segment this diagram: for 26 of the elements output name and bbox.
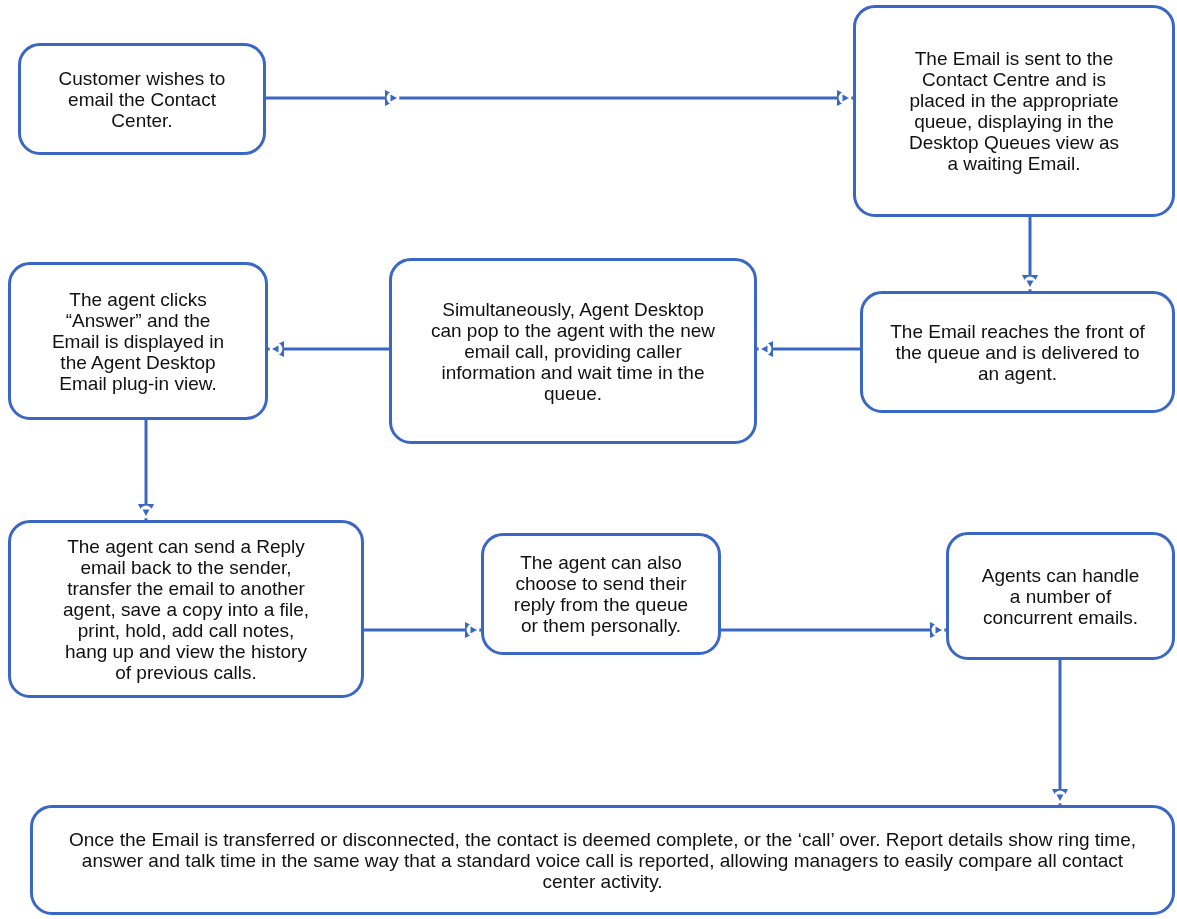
arrow — [138, 420, 154, 520]
arrow — [1022, 217, 1038, 291]
step-text: The agent can send a Reply email back to the sender, transfer the email to another agent, save a copy into a file, print, hold, add call notes, hang up and view the history of previous calls. — [61, 535, 311, 683]
step-text: The agent clicks “Answer” and the Email is displayed in the Agent Desktop Email plug-in view. — [50, 288, 226, 394]
process-box — [30, 805, 1175, 915]
process-box — [8, 520, 364, 698]
step-text: The agent can also choose to send their reply from the queue or them personally. — [512, 552, 690, 636]
step-text: Agents can handle a number of concurrent emails. — [980, 564, 1141, 628]
arrow — [721, 622, 946, 638]
step-text: The Email is sent to the Contact Centre and is placed in the appropriate queue, displaying in the Desktop Queues view as a waiting Email. — [907, 48, 1121, 174]
process-box — [860, 291, 1175, 413]
arrow — [1052, 660, 1068, 805]
arrow — [757, 341, 860, 357]
process-box — [481, 533, 721, 655]
step-text: Customer wishes to email the Contact Center. — [57, 67, 227, 131]
arrow — [266, 90, 853, 106]
step-text: Once the Email is transferred or disconnected, the contact is deemed complete, or the ‘call’ over. Report details show ring time, answer and talk time in the same way that a standard voice call is reported, allowing managers to easily compare all contact center activity. — [68, 828, 1137, 892]
arrow — [268, 341, 389, 357]
process-box — [389, 258, 757, 444]
process-box — [18, 43, 266, 155]
process-box — [8, 262, 268, 420]
process-box — [946, 532, 1175, 660]
arrow — [364, 622, 481, 638]
step-text: Simultaneously, Agent Desktop can pop to the agent with the new email call, providing caller information and wait time in the queue. — [429, 298, 717, 404]
step-text: The Email reaches the front of the queue and is delivered to an agent. — [889, 320, 1146, 384]
process-box — [853, 5, 1175, 217]
